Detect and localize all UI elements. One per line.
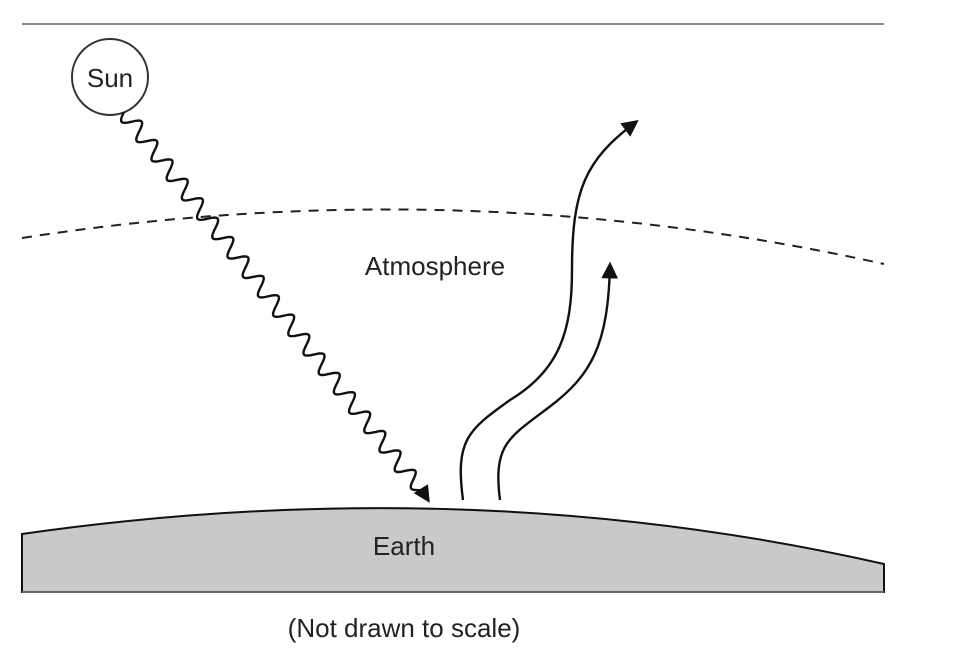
sun: Sun bbox=[71, 38, 149, 116]
earth-surface bbox=[21, 507, 885, 593]
earth-label: Earth bbox=[373, 531, 435, 561]
outgoing-radiation-arrow-trapped bbox=[497, 261, 619, 501]
atmosphere-label: Atmosphere bbox=[365, 251, 505, 281]
sun-label: Sun bbox=[87, 63, 133, 93]
incoming-radiation-wave bbox=[119, 111, 430, 503]
atmosphere-boundary bbox=[21, 208, 885, 265]
outgoing-radiation-arrow-escaping bbox=[459, 119, 639, 501]
sun-circle bbox=[71, 38, 149, 116]
scale-caption: (Not drawn to scale) bbox=[288, 613, 521, 643]
